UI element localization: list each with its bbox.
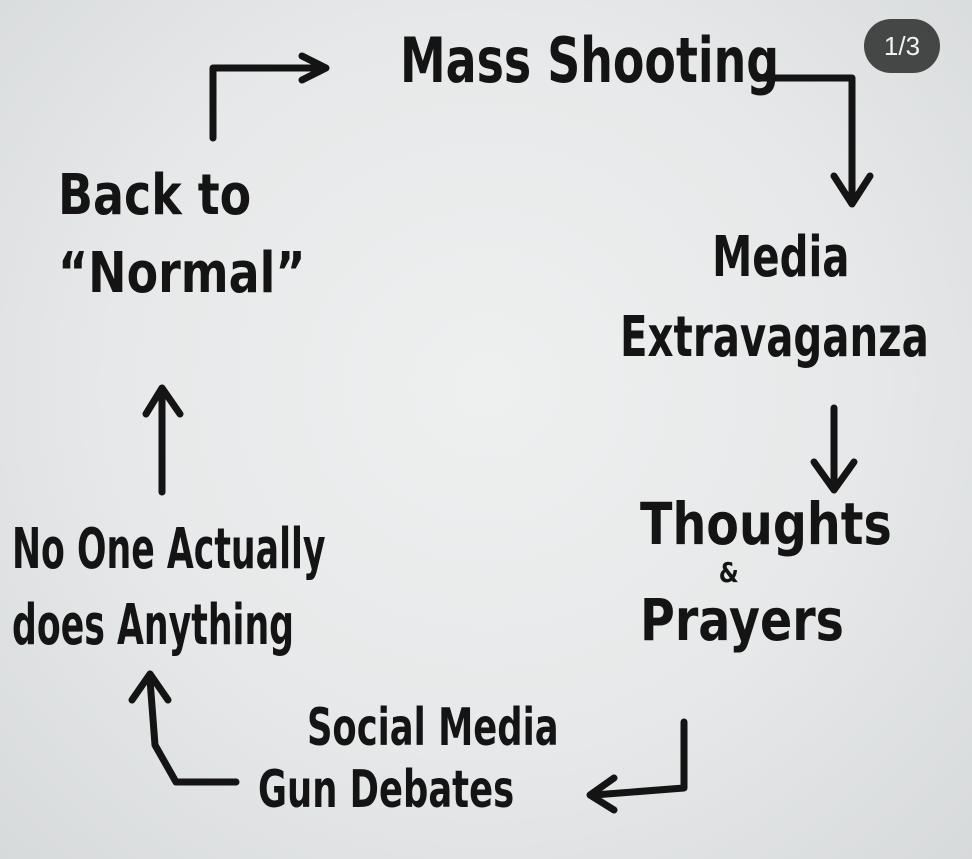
arrow-back-to-mass-icon <box>209 52 330 142</box>
no-one-actually-label: No One Actually <box>12 517 326 582</box>
extravaganza-label: Extravaganza <box>620 305 929 370</box>
node-back-to-normal: Back to “Normal” <box>58 168 306 302</box>
node-social-media-gun-debates: Social Media Gun Debates <box>258 702 559 816</box>
node-thoughts-prayers: Thoughts & Prayers <box>640 495 892 649</box>
does-anything-label: does Anything <box>12 593 295 658</box>
arrow-prayers-to-social-icon <box>586 718 688 814</box>
arrow-media-to-thoughts-icon <box>810 404 858 494</box>
node-media-extravaganza: Media Extravaganza <box>620 230 929 366</box>
page-counter-badge: 1/3 <box>864 19 940 73</box>
back-to-label: Back to <box>58 163 252 228</box>
ampersand-label: & <box>718 556 739 589</box>
prayers-label: Prayers <box>640 586 844 654</box>
media-label: Media <box>712 225 850 290</box>
normal-label: “Normal” <box>58 241 306 306</box>
thoughts-label: Thoughts <box>640 490 892 558</box>
arrow-mass-to-media-icon <box>758 74 874 208</box>
arrow-social-to-noone-icon <box>128 670 240 786</box>
page-counter-text: 1/3 <box>883 30 921 61</box>
gun-debates-label: Gun Debates <box>258 760 515 820</box>
node-no-one-does-anything: No One Actually does Anything <box>12 522 325 654</box>
social-media-label: Social Media <box>306 698 559 758</box>
arrow-noone-to-back-icon <box>142 384 184 496</box>
node-mass-shooting: Mass Shooting <box>400 30 779 92</box>
mass-shooting-label: Mass Shooting <box>400 24 780 97</box>
